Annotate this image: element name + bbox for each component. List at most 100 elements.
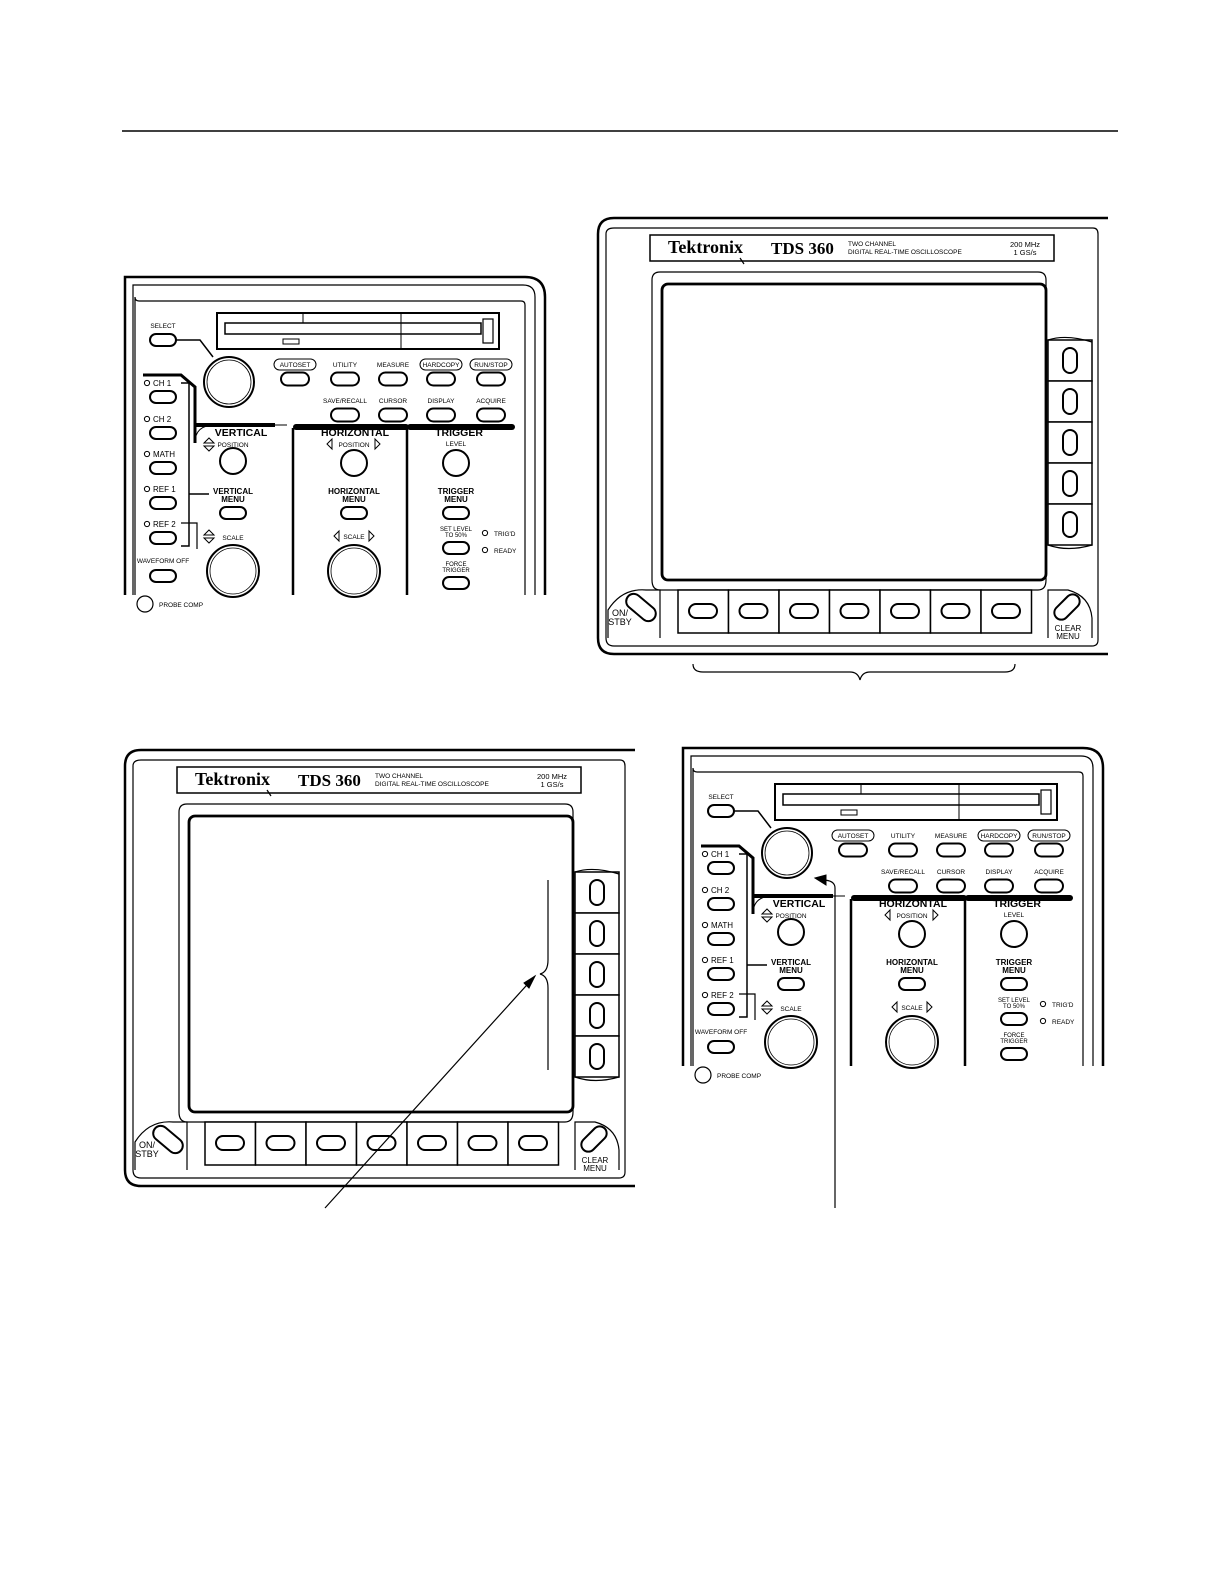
- clear-menu-button[interactable]: [1051, 591, 1082, 622]
- position-down-arrow-icon: [202, 445, 216, 452]
- side-menu-button-4[interactable]: [1062, 470, 1078, 497]
- panel-face-edge: [692, 767, 1084, 1066]
- floppy-eject-button[interactable]: [482, 318, 494, 344]
- measure-button[interactable]: [936, 842, 966, 858]
- ref2-button[interactable]: [707, 1002, 735, 1016]
- general-purpose-knob[interactable]: [761, 827, 813, 879]
- save-recall-button[interactable]: [888, 878, 918, 894]
- save-recall-button[interactable]: [330, 407, 360, 423]
- horizontal-position-knob[interactable]: [340, 449, 368, 477]
- waveform-off-button[interactable]: [707, 1040, 735, 1054]
- on-stby-button[interactable]: [150, 1123, 186, 1156]
- force-trigger-button[interactable]: [1000, 1047, 1028, 1061]
- bottom-menu-button-6[interactable]: [467, 1135, 498, 1151]
- bottom-menu-button-7[interactable]: [518, 1135, 548, 1151]
- ch1-button[interactable]: [149, 390, 177, 404]
- display-button[interactable]: [984, 878, 1014, 894]
- measure-button[interactable]: [378, 371, 408, 387]
- clear-menu-button[interactable]: [578, 1123, 609, 1154]
- math-button[interactable]: [707, 932, 735, 946]
- horizontal-menu-label: MENU: [900, 966, 924, 975]
- horizontal-scale-knob[interactable]: [327, 544, 381, 598]
- model-name: TDS 360: [771, 239, 834, 258]
- horizontal-menu-button[interactable]: [340, 506, 368, 520]
- save-recall-label: SAVE/RECALL: [323, 398, 367, 405]
- vertical-menu-button[interactable]: [219, 506, 247, 520]
- ref2-button[interactable]: [149, 531, 177, 545]
- run-stop-button[interactable]: [476, 371, 506, 387]
- trigger-level-knob[interactable]: [442, 449, 470, 477]
- utility-button[interactable]: [330, 371, 360, 387]
- bottom-menu-button-4[interactable]: [839, 603, 870, 619]
- cursor-button[interactable]: [378, 407, 408, 423]
- force-trigger-button[interactable]: [442, 576, 470, 590]
- acquire-button[interactable]: [476, 407, 506, 423]
- autoset-button[interactable]: [838, 842, 868, 858]
- bottom-menu-button-2[interactable]: [265, 1135, 296, 1151]
- run-stop-button[interactable]: [1034, 842, 1064, 858]
- horizontal-position-label: POSITION: [338, 442, 369, 449]
- horizontal-position-knob[interactable]: [898, 920, 926, 948]
- probe-comp-terminal: [694, 1066, 712, 1084]
- vertical-scale-knob[interactable]: [206, 544, 260, 598]
- bottom-menu-button-1[interactable]: [215, 1135, 245, 1151]
- cursor-label: CURSOR: [937, 869, 965, 876]
- side-menu-button-3[interactable]: [1062, 429, 1078, 456]
- trigger-heading-bar: [407, 424, 515, 430]
- display-button[interactable]: [426, 407, 456, 423]
- tektronix-logo: Tektronix: [195, 769, 270, 789]
- bottom-menu-button-1[interactable]: [688, 603, 718, 619]
- hardcopy-button[interactable]: [426, 371, 456, 387]
- display-screen: [660, 282, 1048, 582]
- waveform-off-button[interactable]: [149, 569, 177, 583]
- acquire-button[interactable]: [1034, 878, 1064, 894]
- set-level-50-button[interactable]: [442, 541, 470, 555]
- side-menu-button-2[interactable]: [1062, 388, 1078, 415]
- ch1-button[interactable]: [707, 861, 735, 875]
- side-menu-button-4[interactable]: [589, 1002, 605, 1029]
- vertical-position-knob[interactable]: [219, 447, 247, 475]
- utility-button[interactable]: [888, 842, 918, 858]
- autoset-button[interactable]: [280, 371, 310, 387]
- set-level-50-button[interactable]: [1000, 1012, 1028, 1026]
- bottom-menu-button-5[interactable]: [417, 1135, 447, 1151]
- bottom-menu-button-5[interactable]: [890, 603, 920, 619]
- side-menu-button-2[interactable]: [589, 920, 605, 947]
- horizontal-menu-button[interactable]: [898, 977, 926, 991]
- floppy-eject-button[interactable]: [1040, 789, 1052, 815]
- hardcopy-button[interactable]: [984, 842, 1014, 858]
- side-menu-button-5[interactable]: [1062, 511, 1078, 538]
- bottom-menu-button-3[interactable]: [789, 603, 819, 619]
- ch2-button[interactable]: [149, 426, 177, 440]
- vertical-scale-knob[interactable]: [764, 1015, 818, 1069]
- vertical-menu-button[interactable]: [777, 977, 805, 991]
- trigd-label: TRIG'D: [494, 531, 516, 538]
- side-menu-button-5[interactable]: [589, 1043, 605, 1070]
- bottom-menu-button-6[interactable]: [940, 603, 971, 619]
- side-menu-button-3[interactable]: [589, 961, 605, 988]
- select-button[interactable]: [707, 804, 735, 818]
- bottom-menu-button-7[interactable]: [991, 603, 1021, 619]
- trigger-level-knob[interactable]: [1000, 920, 1028, 948]
- trigger-menu-button[interactable]: [1000, 977, 1028, 991]
- side-menu-button-1[interactable]: [1062, 347, 1078, 374]
- horizontal-scale-knob[interactable]: [885, 1015, 939, 1069]
- cursor-button[interactable]: [936, 878, 966, 894]
- side-menu-button-1[interactable]: [589, 879, 605, 906]
- brand-label-box: [176, 766, 582, 794]
- horizontal-menu-label: MENU: [342, 495, 366, 504]
- logo-tick: [739, 257, 745, 265]
- bottom-menu-button-2[interactable]: [738, 603, 769, 619]
- ref1-button[interactable]: [149, 496, 177, 510]
- on-stby-button[interactable]: [623, 591, 659, 624]
- general-purpose-knob[interactable]: [203, 356, 255, 408]
- trigger-menu-button[interactable]: [442, 506, 470, 520]
- bottom-menu-button-4[interactable]: [366, 1135, 397, 1151]
- ref1-button[interactable]: [707, 967, 735, 981]
- ch2-button[interactable]: [707, 897, 735, 911]
- math-button[interactable]: [149, 461, 177, 475]
- bottom-menu-button-3[interactable]: [316, 1135, 346, 1151]
- select-button[interactable]: [149, 333, 177, 347]
- vertical-position-knob[interactable]: [777, 918, 805, 946]
